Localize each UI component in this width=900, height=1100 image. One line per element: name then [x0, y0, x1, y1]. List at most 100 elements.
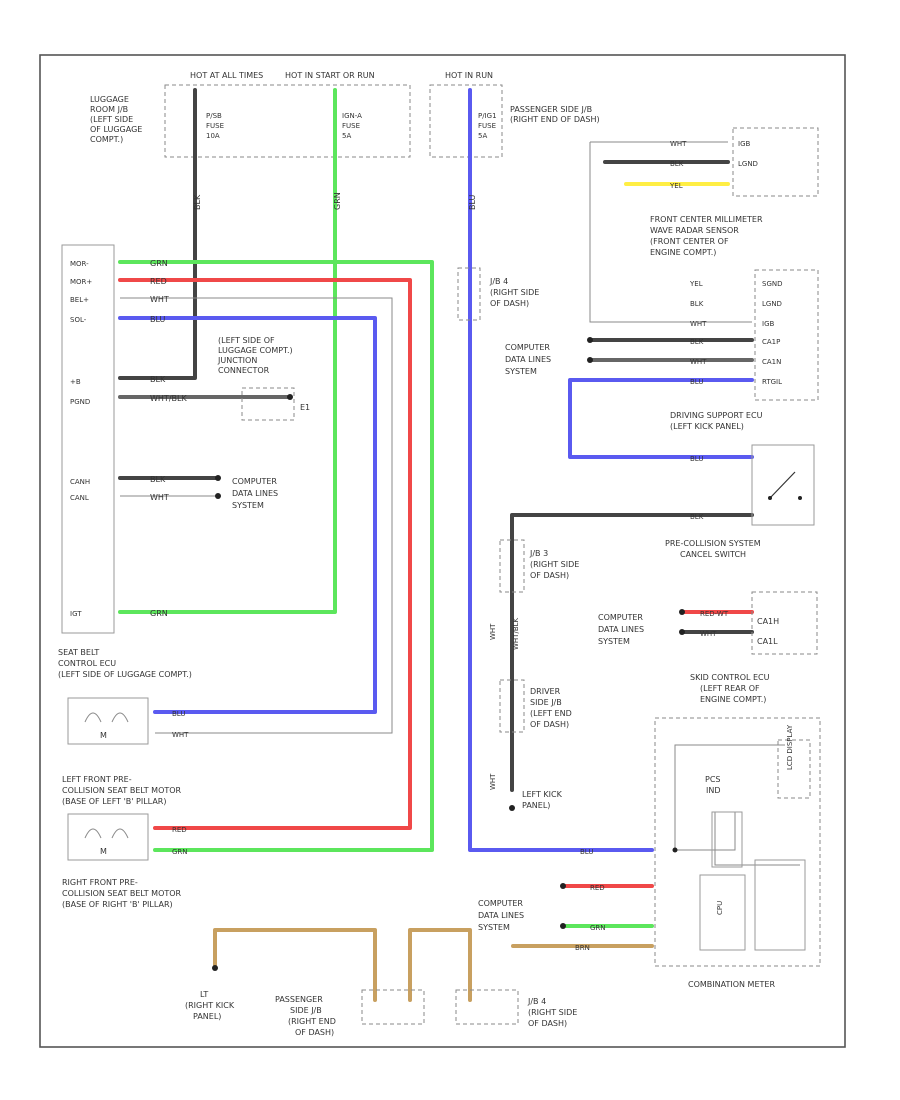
computer-data-left: COMPUTER DATA LINES SYSTEM [215, 475, 278, 510]
junction-label-line: CONNECTOR [218, 366, 270, 375]
luggage-jb-line: (LEFT SIDE [90, 115, 133, 124]
computer-data-left-line: DATA LINES [232, 489, 278, 498]
bottom-ground-line: PANEL) [193, 1012, 221, 1021]
wire-switch-blk [510, 513, 754, 792]
seatbelt-ecu-pin-label: CANH [70, 478, 90, 486]
radar-label-line: ENGINE COMPT.) [650, 248, 716, 257]
can-dot [679, 629, 685, 635]
radar-pin-label: SGND [762, 280, 783, 288]
wire-label-yel-radar-2: YEL [689, 280, 703, 288]
jb4-mid-outline [457, 267, 481, 321]
computer-data-skid-line: COMPUTER [598, 613, 643, 622]
wire-label-blk-canh: BLK [150, 475, 166, 484]
wire-label-blu-dse: BLU [690, 455, 703, 463]
computer-data-right: COMPUTER DATA LINES SYSTEM [505, 337, 593, 376]
computer-data-skid-line: DATA LINES [598, 625, 644, 634]
seatbelt-ecu-box [61, 244, 115, 634]
wire-label-red-motor: RED [172, 826, 187, 834]
wire-radar-rtgil [568, 378, 754, 459]
driving-support-ecu: DRIVING SUPPORT ECU (LEFT KICK PANEL) BL… [670, 411, 763, 463]
left-kick-line: LEFT KICK [522, 790, 563, 799]
left-motor-label-line: COLLISION SEAT BELT MOTOR [62, 786, 182, 795]
can-dot [215, 493, 221, 499]
computer-data-right-line: SYSTEM [505, 367, 537, 376]
passenger-jb-top-line: (RIGHT END OF DASH) [510, 115, 600, 124]
can-dot [215, 475, 221, 481]
wire-label-yel-radar: YEL [669, 182, 683, 190]
seatbelt-ecu-pin-label: SOL- [70, 316, 87, 324]
lcd-display-box [777, 739, 811, 799]
combination-meter-label: COMBINATION METER [688, 980, 775, 989]
fuse-3: P/IG1 FUSE 5A [478, 112, 497, 140]
precollision-switch-line: CANCEL SWITCH [680, 550, 746, 559]
wire-label-blk-vertical: BLK [193, 194, 202, 210]
skid-label-line: SKID CONTROL ECU [690, 673, 770, 682]
passenger-jb-top-outline [429, 84, 503, 158]
switch-contact [769, 471, 796, 499]
wire-blue-sol-minus [118, 316, 377, 714]
wire-label-red-meter: RED [590, 884, 605, 892]
wire-label-blk-switch: BLK [690, 513, 704, 521]
driver-jb-line: (LEFT END [530, 709, 572, 718]
wire-label-blu-buckle: BLU [172, 710, 185, 718]
fuse-1-line: 10A [206, 132, 220, 140]
buckle-switch-box [67, 697, 149, 745]
computer-data-left-line: COMPUTER [232, 477, 277, 486]
wire-label-wht-canl: WHT [150, 493, 169, 502]
wire-label-blu-radar: BLU [690, 378, 703, 386]
right-motor-label-line: COLLISION SEAT BELT MOTOR [62, 889, 182, 898]
wire-label-red: RED [150, 277, 167, 286]
wire-white-bel-plus [120, 297, 393, 734]
skid-ecu: CA1H CA1L COMPUTER DATA LINES SYSTEM RED… [598, 591, 818, 704]
computer-data-right-line: COMPUTER [505, 343, 550, 352]
wire-ground-tan [213, 928, 377, 1002]
seatbelt-ecu-pin-label: IGT [70, 610, 82, 618]
precollision-switch-line: PRE-COLLISION SYSTEM [665, 539, 761, 548]
right-motor-label-line: (BASE OF RIGHT 'B' PILLAR) [62, 900, 173, 909]
wire-label-grn-motor: GRN [172, 848, 188, 856]
radar-label-line: (FRONT CENTER OF [650, 237, 729, 246]
jb4-mid: J/B 4 (RIGHT SIDE OF DASH) [457, 267, 539, 321]
hot-in-run-label: HOT IN RUN [445, 71, 493, 80]
radar-pin-label: CA1P [762, 338, 780, 346]
jb4-mid-line: (RIGHT SIDE [490, 288, 539, 297]
radar-connector-bottom [754, 269, 819, 401]
pcs-ind-line: PCS [705, 775, 721, 784]
seatbelt-ecu-pin-label: BEL+ [70, 296, 89, 304]
jb3-line: OF DASH) [530, 571, 569, 580]
left-kick-ground [509, 805, 515, 811]
can-dot [587, 357, 593, 363]
switch-dot [798, 496, 802, 500]
bottom-grounds: LT (RIGHT KICK PANEL) PASSENGER SIDE J/B… [185, 965, 577, 1037]
precollision-switch-box [751, 444, 815, 526]
seatbelt-ecu-pin-label: CANL [70, 494, 89, 502]
junction-label-line: LUGGAGE COMPT.) [218, 346, 293, 355]
jb3-outline [499, 539, 525, 593]
left-motor-label-line: (BASE OF LEFT 'B' PILLAR) [62, 797, 166, 806]
junction-ground-label: E1 [300, 403, 310, 412]
radar-pin-label: IGB [738, 140, 750, 148]
can-dot [679, 609, 685, 615]
fuse-2-line: IGN-A [342, 112, 362, 120]
left-wire-labels: GRN RED WHT BLU BLK WHT/BLK BLK WHT GRN … [150, 192, 477, 618]
passenger-jb-top-line: PASSENGER SIDE J/B [510, 105, 592, 114]
bottom-passenger-jb-line: (RIGHT END [288, 1017, 336, 1026]
wire-ground-tan-2 [408, 928, 472, 1002]
power-header: HOT AT ALL TIMES HOT IN START OR RUN HOT… [90, 71, 600, 158]
seatbelt-ecu-label-line: (LEFT SIDE OF LUGGAGE COMPT.) [58, 670, 192, 679]
left-kick-line: PANEL) [522, 801, 550, 810]
seatbelt-ecu-pin-label: MOR+ [70, 278, 92, 286]
computer-data-skid-line: SYSTEM [598, 637, 630, 646]
fuse-1: P/SB FUSE 10A [206, 112, 224, 140]
fuse-2-line: FUSE [342, 122, 360, 130]
jb3-line: (RIGHT SIDE [530, 560, 579, 569]
luggage-jb-line: COMPT.) [90, 135, 123, 144]
fuse-2: IGN-A FUSE 5A [342, 112, 362, 140]
driver-jb-line: DRIVER [530, 687, 561, 696]
meter-cpu-box [699, 874, 746, 951]
pcs-ind-driver-box [711, 811, 743, 868]
